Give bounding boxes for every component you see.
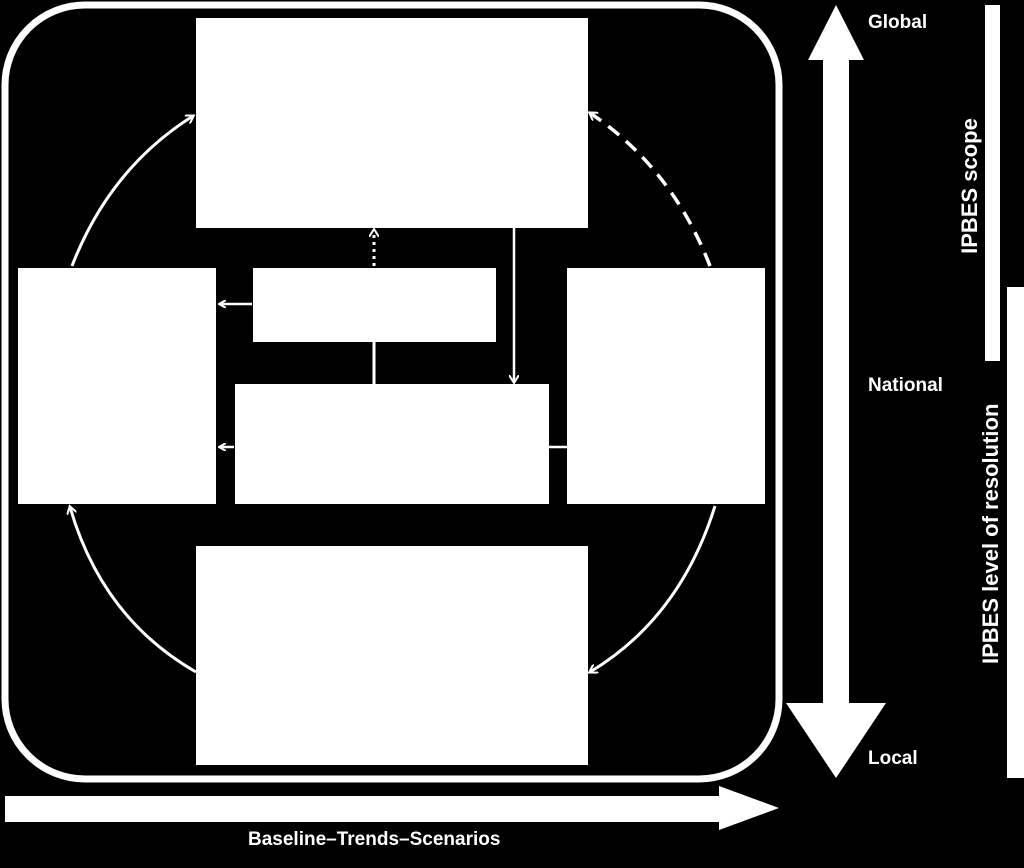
scope-bar bbox=[985, 5, 1000, 361]
level-global-label: Global bbox=[868, 12, 928, 33]
arc-right-to-top-dashed bbox=[590, 113, 712, 267]
horizontal-axis-label: Baseline–Trends–Scenarios bbox=[248, 829, 501, 850]
arc-left-to-top bbox=[70, 116, 193, 267]
horizontal-arrow bbox=[5, 786, 779, 830]
arc-bottom-to-left bbox=[70, 507, 197, 674]
resolution-bar bbox=[1007, 287, 1024, 778]
box-bottom bbox=[196, 546, 588, 765]
outer-frame bbox=[1, 1, 783, 783]
box-left bbox=[18, 268, 216, 504]
box-center-large bbox=[235, 384, 549, 504]
level-local-label: Local bbox=[868, 748, 918, 769]
box-top bbox=[196, 18, 588, 228]
arc-right-to-bottom bbox=[590, 505, 717, 672]
box-center-small bbox=[253, 268, 496, 342]
level-national-label: National bbox=[868, 375, 943, 396]
vertical-double-arrow bbox=[786, 5, 886, 778]
resolution-label: IPBES level of resolution bbox=[978, 403, 1003, 664]
scope-label: IPBES scope bbox=[957, 118, 982, 254]
box-right bbox=[567, 268, 765, 504]
